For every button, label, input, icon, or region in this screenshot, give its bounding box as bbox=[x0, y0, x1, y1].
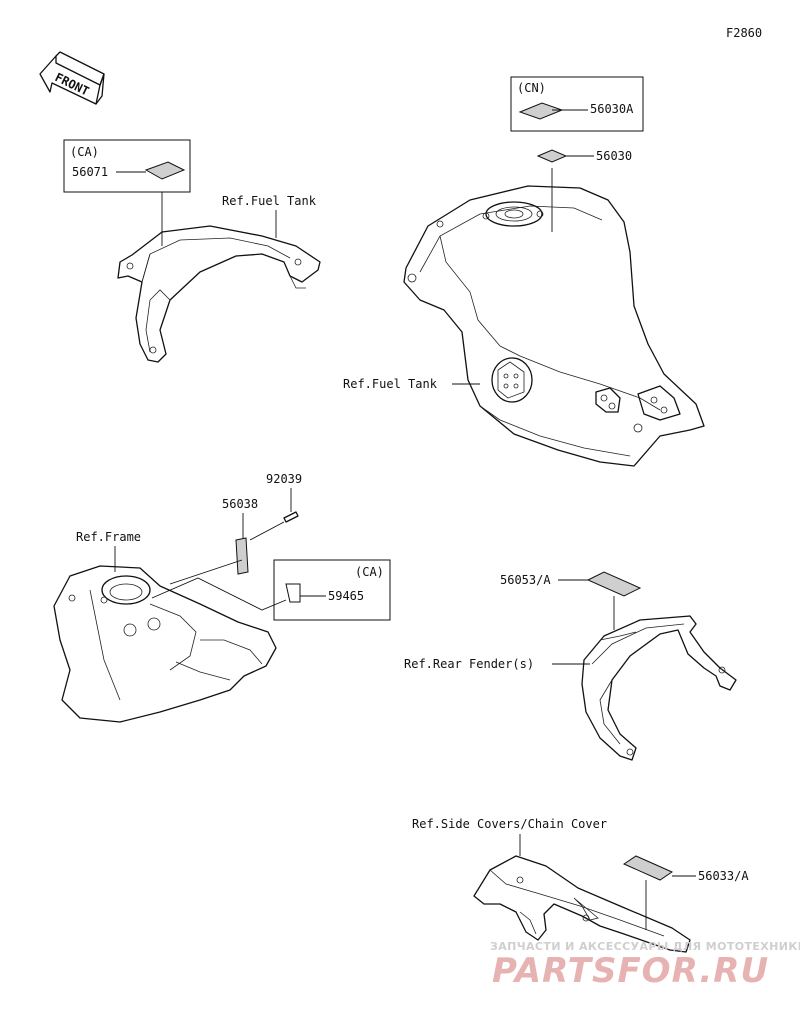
ref-fuel-tank-label: Ref.Fuel Tank bbox=[343, 377, 438, 391]
decal-59465 bbox=[285, 583, 301, 603]
chain-cover-part bbox=[473, 855, 691, 953]
front-arrow-icon: FRONT bbox=[39, 51, 105, 105]
ref-rear-fender-label: Ref.Rear Fender(s) bbox=[404, 657, 534, 671]
ca-region-label: (CA) bbox=[70, 145, 99, 159]
part-56030a-label: 56030A bbox=[590, 102, 634, 116]
decal-56030a bbox=[518, 102, 564, 120]
group-fuel-tank: 56030 bbox=[343, 149, 705, 467]
group-ca-top: (CA) 56071 Ref.Fuel Tank bbox=[63, 139, 321, 363]
group-rear-fender: 56053/A Ref.Rear Fender(s) bbox=[404, 571, 737, 761]
watermark-logo: PARTSFOR.RU bbox=[492, 951, 769, 991]
ca-frame-box bbox=[273, 559, 391, 621]
ref-side-covers-label: Ref.Side Covers/Chain Cover bbox=[412, 817, 607, 831]
group-side-cover: Ref.Side Covers/Chain Cover 56033/A bbox=[412, 817, 749, 953]
ref-frame-label: Ref.Frame bbox=[76, 530, 141, 544]
cn-box bbox=[510, 76, 644, 132]
part-56071-label: 56071 bbox=[72, 165, 108, 179]
group-cn-box: (CN) 56030A bbox=[510, 76, 644, 132]
decal-56053a bbox=[586, 571, 642, 597]
rear-fender-part bbox=[581, 615, 737, 761]
rivet-92039 bbox=[283, 511, 299, 523]
decal-56030 bbox=[536, 149, 568, 163]
part-56030-label: 56030 bbox=[596, 149, 632, 163]
part-59465-label: 59465 bbox=[328, 589, 364, 603]
frame-part bbox=[53, 565, 277, 723]
decal-56033a bbox=[622, 855, 674, 881]
watermark-tagline: ЗАПЧАСТИ И АКСЕССУАРЫ ДЛЯ МОТОТЕХНИКИ bbox=[490, 940, 800, 953]
fuel-tank-part bbox=[403, 185, 705, 467]
part-92039-label: 92039 bbox=[266, 472, 302, 486]
watermark: ЗАПЧАСТИ И АКСЕССУАРЫ ДЛЯ МОТОТЕХНИКИ PA… bbox=[490, 940, 800, 991]
group-frame: 92039 56038 Ref.Frame (CA) 59465 bbox=[53, 472, 391, 723]
figure-code: F2860 bbox=[726, 26, 762, 40]
part-56053a-label: 56053/A bbox=[500, 573, 551, 587]
decal-56071 bbox=[144, 161, 186, 180]
ca-box bbox=[63, 139, 191, 193]
part-56033a-label: 56033/A bbox=[698, 869, 749, 883]
tank-cover-part bbox=[117, 225, 321, 363]
front-label: FRONT bbox=[53, 70, 92, 98]
part-56038-label: 56038 bbox=[222, 497, 258, 511]
cn-region-label: (CN) bbox=[517, 81, 546, 95]
decal-56038 bbox=[235, 537, 249, 575]
ref-fuel-tank-top-label: Ref.Fuel Tank bbox=[222, 194, 317, 208]
ca-frame-region-label: (CA) bbox=[355, 565, 384, 579]
